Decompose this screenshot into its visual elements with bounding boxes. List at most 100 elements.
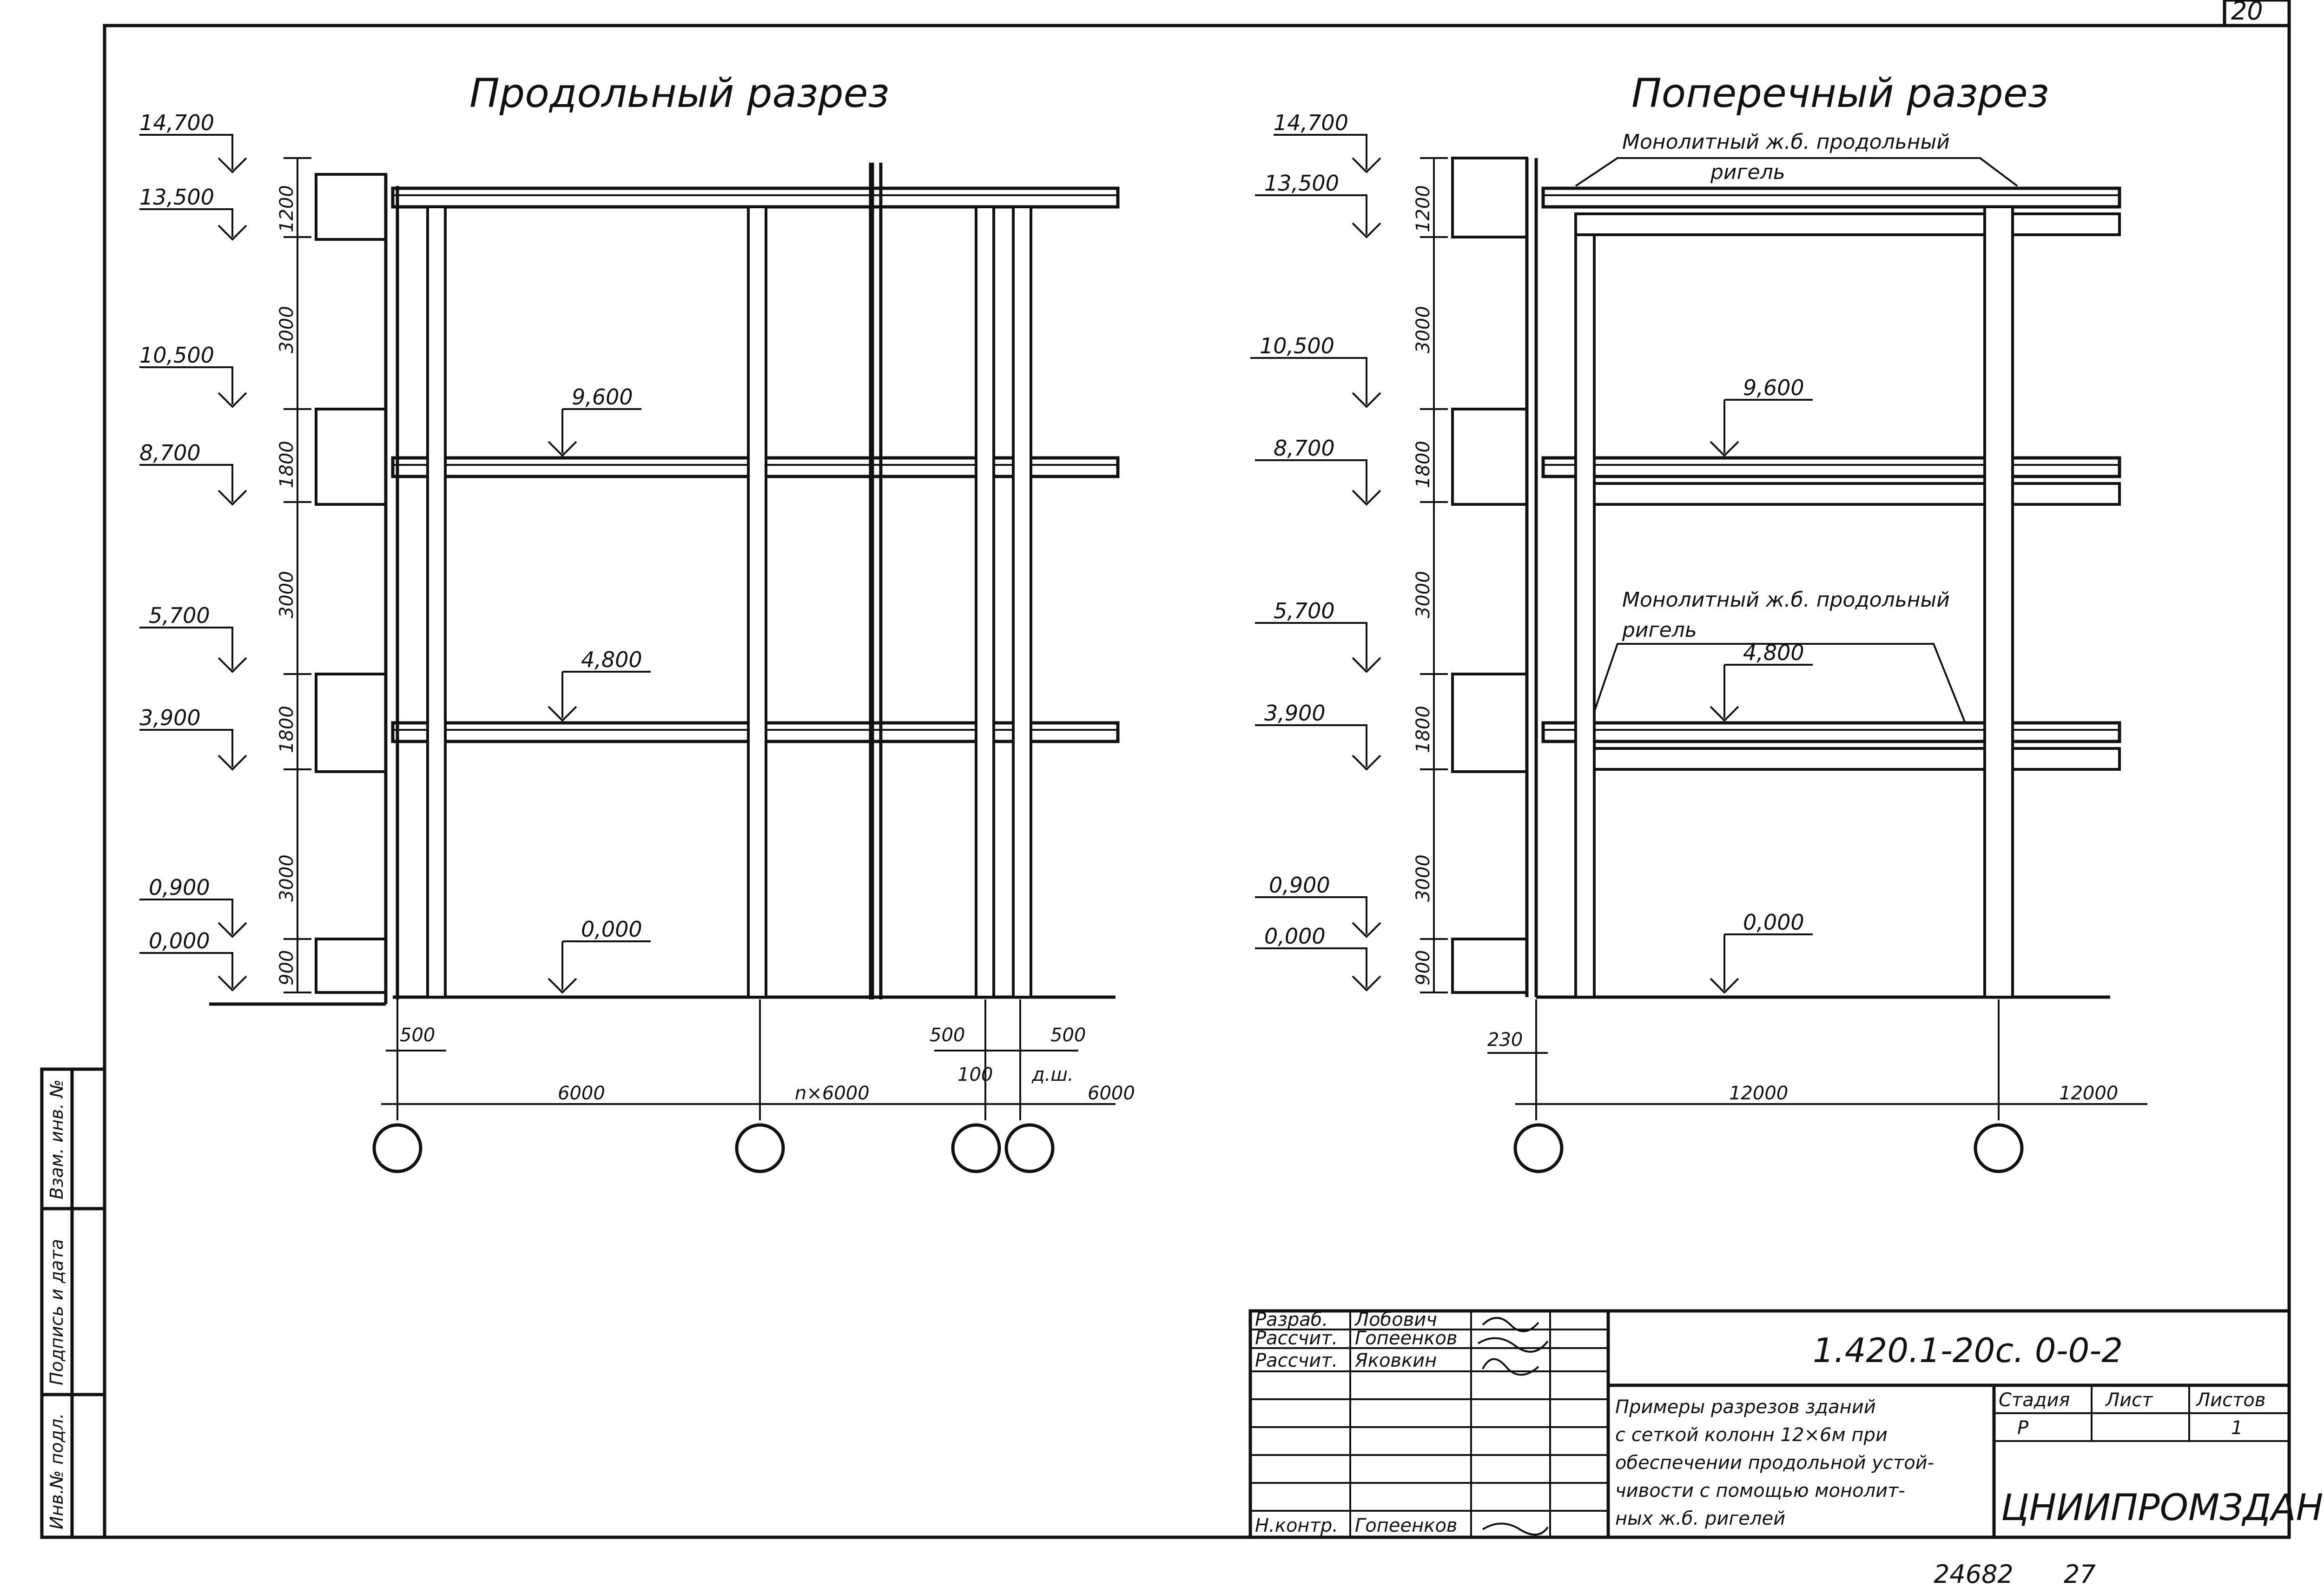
left-floor-marks: 9,600 4,800 0,000 (548, 384, 651, 994)
right-wall-panels (1451, 157, 1538, 997)
right-dim-900: 900 (1413, 950, 1434, 986)
right-dim-1200: 1200 (1413, 185, 1434, 232)
right-elev-14700: 14,700 (1274, 110, 1348, 135)
left-dim-expansion-joint: д.ш. (1031, 1064, 1074, 1085)
right-elev-13500: 13,500 (1264, 171, 1339, 196)
left-elev-0900: 0,900 (149, 875, 210, 900)
right-mark-9600: 9,600 (1743, 375, 1804, 400)
left-axis-marker-1 (372, 1123, 423, 1173)
right-axis-marker-2 (1974, 1123, 2024, 1173)
left-elev-5700: 5,700 (149, 603, 210, 628)
right-columns (1574, 205, 2014, 999)
tb-role-1: Разраб. (1255, 1309, 1328, 1330)
right-mark-0000: 0,000 (1743, 910, 1804, 935)
left-elev-10500: 10,500 (139, 343, 214, 368)
document-code: 1.420.1-20с. 0-0-2 (1813, 1331, 2123, 1370)
description-line-3: обеспечении продольной устой- (1615, 1452, 1934, 1474)
right-mark-4800: 4,800 (1743, 640, 1804, 665)
right-dim-1800-top: 1800 (1413, 441, 1434, 488)
left-wall-panels (209, 173, 388, 1006)
tb-name-3: Яковкин (1354, 1350, 1437, 1371)
transverse-section-title: Поперечный разрез (1631, 70, 2049, 117)
right-elev-3900: 3,900 (1264, 701, 1326, 726)
right-dim-3000-mid: 3000 (1413, 571, 1434, 618)
left-elevation-marks: 14,700 13,500 10,500 8,700 5,700 3,900 0… (139, 110, 247, 992)
left-dim-3000-top: 3000 (276, 306, 297, 353)
longitudinal-section-title: Продольный разрез (469, 70, 889, 117)
left-axis-marker-4 (1004, 1123, 1055, 1173)
tb-name-6: Гопеенков (1355, 1515, 1458, 1536)
left-elev-0000: 0,000 (149, 928, 210, 953)
page-number: 27 (2064, 1560, 2096, 1589)
right-elevation-marks: 14,700 13,500 10,500 8,700 5,700 3,900 0… (1250, 110, 1381, 992)
side-stamp-replace-label: Взам. инв. № (46, 1079, 67, 1199)
signature-1 (1482, 1317, 1539, 1332)
right-elev-0900: 0,900 (1269, 873, 1330, 898)
tb-name-1: Лобович (1354, 1309, 1437, 1330)
signature-2 (1477, 1337, 1549, 1353)
left-dim-6000-a: 6000 (558, 1083, 605, 1104)
note-monolithic-beam-top-2: ригель (1710, 160, 1785, 184)
side-stamp: Инв.№ подл. Подпись и дата Взам. инв. № (40, 1067, 106, 1539)
right-elev-8700: 8,700 (1274, 436, 1335, 461)
stage-value: Р (2017, 1417, 2029, 1439)
left-mark-9600: 9,600 (572, 384, 633, 410)
right-dim-3000-top: 3000 (1413, 306, 1434, 353)
signature-3 (1482, 1358, 1539, 1376)
right-elev-5700: 5,700 (1274, 598, 1335, 623)
left-bottom-dimensions: 500 500 500 100 д.ш. 6000 n×6000 6000 (372, 999, 1135, 1173)
sheet-label: Лист (2105, 1389, 2153, 1411)
sheets-label: Листов (2195, 1389, 2265, 1411)
left-dim-500-a: 500 (400, 1025, 435, 1046)
stage-label: Стадия (1999, 1389, 2070, 1411)
side-stamp-inv-label: Инв.№ подл. (46, 1413, 67, 1529)
left-dim-3000-low: 3000 (276, 854, 297, 902)
left-axis-marker-2 (735, 1123, 785, 1173)
left-mark-4800: 4,800 (581, 647, 642, 672)
left-dim-500-c: 500 (1050, 1025, 1086, 1046)
title-block: Разраб. Лобович Рассчит. Гопеенков Рассч… (1248, 1309, 2324, 1539)
description-line-2: с сеткой колонн 12×6м при (1615, 1424, 1888, 1446)
archive-number: 24682 (1934, 1560, 2014, 1589)
sheet-corner-number: 20 (2231, 0, 2263, 26)
left-elev-14700: 14,700 (139, 110, 214, 135)
right-dim-230: 230 (1487, 1029, 1523, 1051)
right-dim-3000-low: 3000 (1413, 854, 1434, 902)
tb-role-2: Рассчит. (1255, 1328, 1338, 1349)
tb-role-3: Рассчит. (1255, 1350, 1338, 1371)
left-dim-500-b: 500 (930, 1025, 965, 1046)
note-monolithic-beam-mid: Монолитный ж.б. продольный (1622, 588, 1950, 612)
left-story-dimensions: 1200 3000 1800 3000 1800 3000 900 (276, 157, 311, 993)
right-elev-0000: 0,000 (1264, 924, 1326, 949)
right-bottom-dimensions: 230 12000 12000 (1487, 999, 2147, 1173)
left-dim-1800-top: 1800 (276, 441, 297, 488)
left-mark-0000: 0,000 (581, 917, 642, 942)
left-dim-6000-b: 6000 (1088, 1083, 1135, 1104)
sheet-frame: 20 (103, 0, 2291, 1539)
description-line-1: Примеры разрезов зданий (1615, 1396, 1876, 1418)
signature-4 (1482, 1522, 1549, 1536)
side-stamp-signature-label: Подпись и дата (46, 1239, 67, 1385)
longitudinal-section: Продольный разрез 14,700 13,500 10,500 8… (139, 70, 1135, 1173)
note-monolithic-beam-top: Монолитный ж.б. продольный (1622, 130, 1950, 154)
right-axis-marker-1 (1513, 1123, 1564, 1173)
right-dim-1800-low: 1800 (1413, 706, 1434, 753)
right-story-dimensions: 1200 3000 1800 3000 1800 3000 900 (1413, 157, 1448, 993)
left-elev-8700: 8,700 (139, 440, 201, 465)
description-line-5: ных ж.б. ригелей (1615, 1508, 1785, 1529)
transverse-section: Поперечный разрез Монолитный ж.б. продол… (1250, 70, 2147, 1173)
left-dim-100: 100 (957, 1064, 993, 1085)
left-dim-3000-mid: 3000 (276, 571, 297, 618)
left-dim-n-6000: n×6000 (795, 1083, 870, 1104)
sheets-value: 1 (2231, 1417, 2243, 1439)
left-dim-1800-low: 1800 (276, 706, 297, 753)
right-floor-marks: 9,600 4,800 0,000 (1710, 375, 1813, 994)
right-elev-10500: 10,500 (1260, 333, 1334, 358)
tb-name-2: Гопеенков (1355, 1328, 1458, 1349)
left-columns (396, 163, 1032, 999)
right-dim-12000-b: 12000 (2059, 1083, 2118, 1104)
left-elev-3900: 3,900 (139, 705, 201, 730)
left-elev-13500: 13,500 (139, 185, 214, 210)
tb-role-6: Н.контр. (1255, 1515, 1338, 1536)
